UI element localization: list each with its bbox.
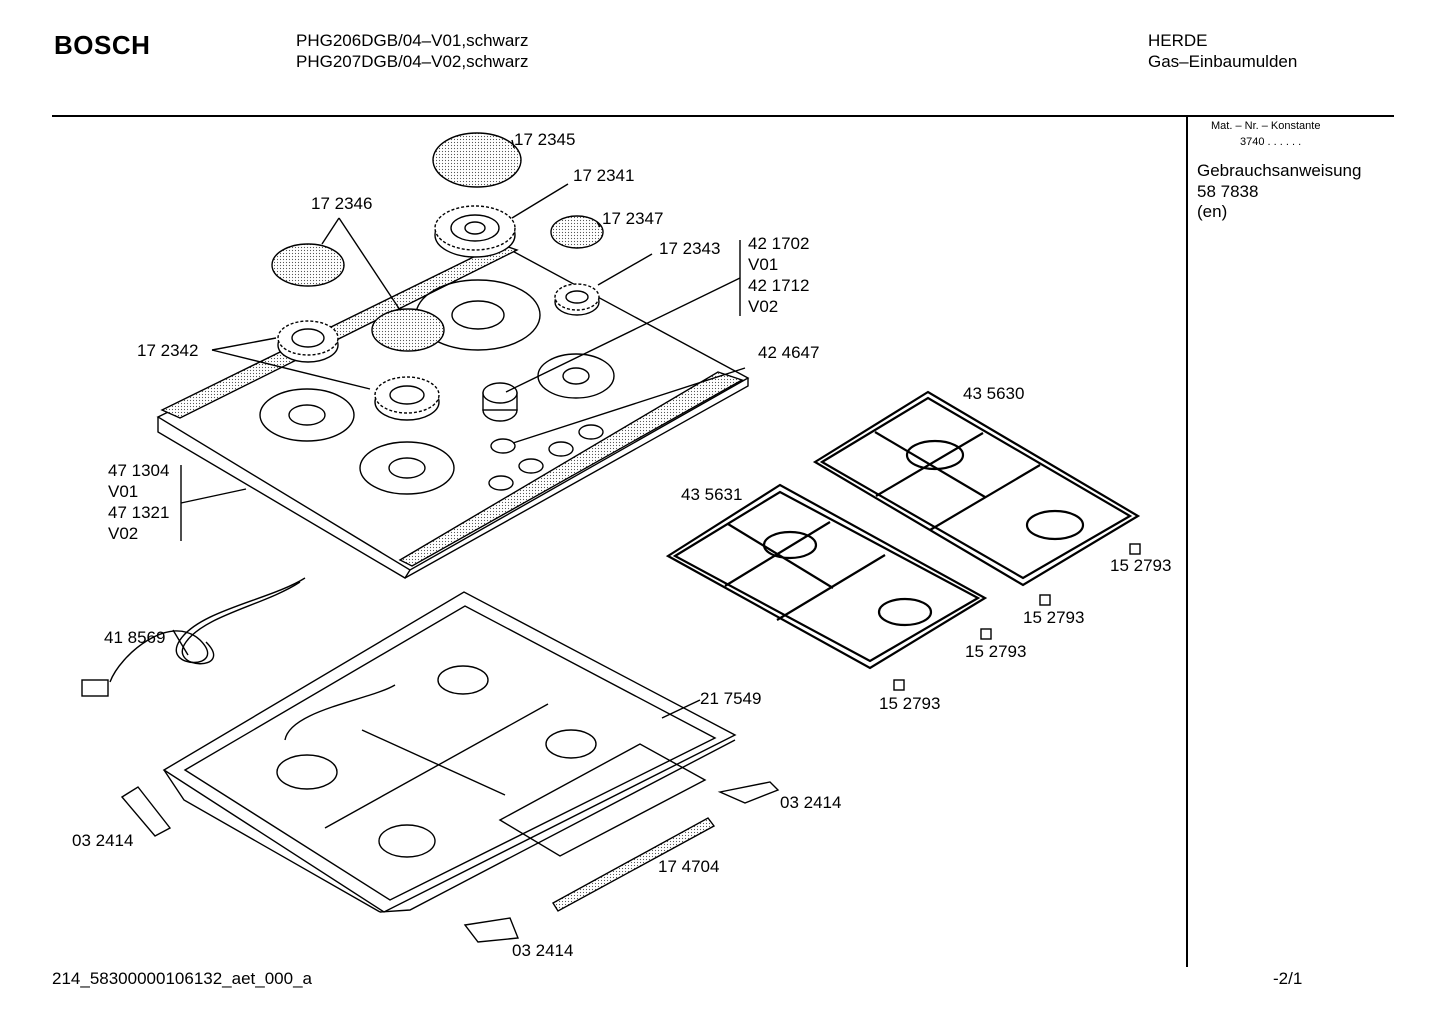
- part-label: 15 2793: [1110, 556, 1172, 575]
- seal-strip: [552, 817, 716, 912]
- manual-number: 58 7838: [1197, 182, 1259, 201]
- part-label: 42 1712: [748, 276, 810, 295]
- sidebar-divider: [1186, 116, 1188, 967]
- variant-label: V02: [748, 297, 779, 316]
- rubber-foot: [1039, 594, 1051, 606]
- rubber-foot: [1129, 543, 1141, 555]
- part-label: 17 2346: [311, 194, 373, 213]
- subcategory: Gas–Einbaumulden: [1148, 52, 1298, 71]
- part-label: 43 5630: [963, 384, 1025, 403]
- burner-cap-center: [371, 308, 445, 352]
- burner-cap-left: [271, 243, 345, 287]
- model-line-1: PHG206DGB/04–V01,schwarz: [296, 31, 529, 50]
- part-label: 15 2793: [1023, 608, 1085, 627]
- category: HERDE: [1148, 31, 1208, 50]
- bottom-housing: [162, 591, 737, 913]
- part-label: 47 1321: [108, 503, 170, 522]
- burner-cap-large: [432, 132, 522, 188]
- hob-top-plate: [156, 243, 750, 579]
- power-cable: [81, 577, 306, 697]
- part-label: 43 5631: [681, 485, 743, 504]
- manual-title: Gebrauchsanweisung: [1197, 161, 1362, 180]
- part-label: 03 2414: [512, 941, 574, 960]
- part-label: 42 1702: [748, 234, 810, 253]
- part-label: 17 2347: [602, 209, 664, 228]
- rubber-foot: [893, 679, 905, 691]
- burner-center: [374, 376, 440, 421]
- mounting-bracket: [463, 917, 519, 943]
- mat-nr-value: 3740 . . . . . .: [1240, 136, 1302, 148]
- part-label: 17 4704: [658, 857, 720, 876]
- control-knob: [482, 382, 518, 422]
- part-label: 17 2342: [137, 341, 199, 360]
- part-label: 17 2341: [573, 166, 635, 185]
- part-label: 41 8569: [104, 628, 166, 647]
- part-label: 21 7549: [700, 689, 762, 708]
- part-label: 03 2414: [72, 831, 134, 850]
- model-line-2: PHG207DGB/04–V02,schwarz: [296, 52, 529, 71]
- pan-support-left: [665, 483, 988, 670]
- part-label: 03 2414: [780, 793, 842, 812]
- part-label: 15 2793: [879, 694, 941, 713]
- burner-large: [434, 205, 516, 258]
- brand-logo: BOSCH: [54, 30, 151, 60]
- burner-left: [277, 320, 339, 363]
- mat-nr-label: Mat. – Nr. – Konstante: [1211, 120, 1321, 132]
- part-label: 15 2793: [965, 642, 1027, 661]
- rubber-foot: [980, 628, 992, 640]
- variant-label: V01: [748, 255, 779, 274]
- document-id: 214_58300000106132_aet_000_a: [52, 969, 312, 988]
- mounting-bracket: [717, 781, 780, 804]
- part-label: 17 2345: [514, 130, 576, 149]
- burner-cap-small: [550, 215, 604, 249]
- part-label: 42 4647: [758, 343, 820, 362]
- part-label: 47 1304: [108, 461, 170, 480]
- pan-support-right: [812, 390, 1141, 587]
- mounting-bracket: [120, 786, 172, 837]
- variant-label: V02: [108, 524, 139, 543]
- burner-small: [554, 283, 600, 316]
- page-number: -2/1: [1273, 969, 1303, 988]
- part-label: 17 2343: [659, 239, 721, 258]
- variant-label: V01: [108, 482, 139, 501]
- header-divider: [52, 115, 1394, 117]
- manual-language: (en): [1197, 202, 1228, 221]
